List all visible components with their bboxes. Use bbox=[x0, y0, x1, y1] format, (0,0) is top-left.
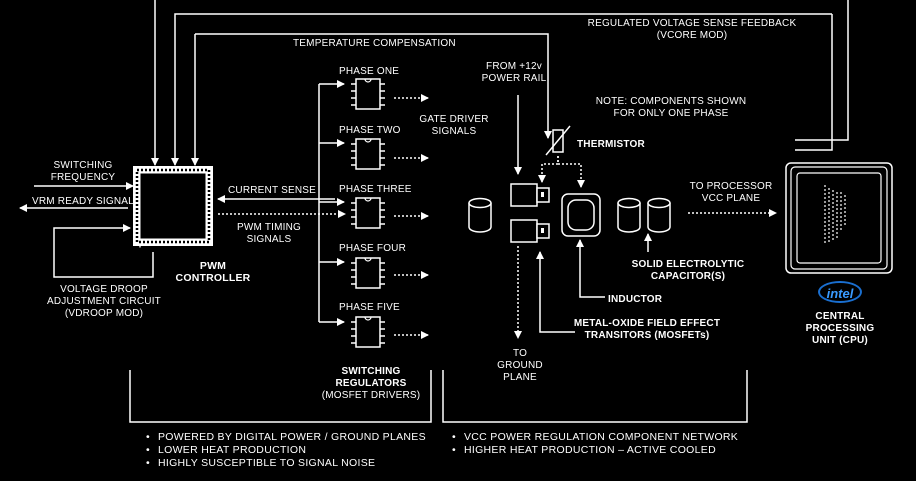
mosfet-high bbox=[510, 183, 550, 207]
phase-four-chip bbox=[350, 257, 386, 289]
phase-two-chip bbox=[350, 138, 386, 170]
phase-two-label: PHASE TWO bbox=[339, 125, 401, 136]
mosfet-low bbox=[510, 219, 550, 243]
right-bullet-list: VCC POWER REGULATION COMPONENT NETWORK H… bbox=[452, 431, 738, 457]
phase-three-label: PHASE THREE bbox=[339, 184, 412, 195]
phase-three-chip bbox=[350, 197, 386, 229]
current-sense-label: CURRENT SENSE bbox=[228, 185, 316, 196]
mosfets-label: METAL-OXIDE FIELD EFFECT TRANSITORS (MOS… bbox=[573, 318, 721, 341]
right-bullet-1: VCC POWER REGULATION COMPONENT NETWORK bbox=[452, 431, 738, 444]
cpu-symbol bbox=[785, 162, 893, 274]
thermistor-symbol bbox=[545, 125, 571, 156]
pwm-controller-chip bbox=[133, 166, 213, 250]
phase-one-label: PHASE ONE bbox=[339, 66, 400, 77]
right-bullet-2: HIGHER HEAT PRODUCTION – ACTIVE COOLED bbox=[452, 444, 738, 457]
mosfet-drivers-label: (MOSFET DRIVERS) bbox=[321, 390, 421, 401]
voltage-droop-label: VOLTAGE DROOP ADJUSTMENT CIRCUIT (VDROOP… bbox=[47, 284, 161, 319]
phase-four-label: PHASE FOUR bbox=[339, 243, 407, 254]
cpu-label: CENTRAL PROCESSING UNIT (CPU) bbox=[805, 311, 875, 346]
switching-frequency-label: SWITCHING FREQUENCY bbox=[50, 160, 116, 183]
left-bullet-2: LOWER HEAT PRODUCTION bbox=[146, 444, 426, 457]
phase-one-chip bbox=[350, 78, 386, 110]
phase-five-chip bbox=[350, 316, 386, 348]
power-rail-label: FROM +12v POWER RAIL bbox=[481, 61, 547, 84]
left-bullet-list: POWERED BY DIGITAL POWER / GROUND PLANES… bbox=[146, 431, 426, 470]
capacitor-2 bbox=[647, 197, 671, 233]
phase-five-label: PHASE FIVE bbox=[339, 302, 400, 313]
inductor-symbol bbox=[561, 193, 601, 237]
inductor-label: INDUCTOR bbox=[608, 294, 663, 305]
left-bullet-3: HIGHLY SUSCEPTIBLE TO SIGNAL NOISE bbox=[146, 457, 426, 470]
regulated-voltage-label: REGULATED VOLTAGE SENSE FEEDBACK (VCORE … bbox=[587, 18, 797, 41]
pwm-timing-label: PWM TIMING SIGNALS bbox=[236, 222, 302, 245]
to-processor-label: TO PROCESSOR VCC PLANE bbox=[689, 181, 773, 204]
vrm-ready-label: VRM READY SIGNAL bbox=[32, 196, 134, 207]
capacitor-left bbox=[468, 197, 492, 233]
left-bullet-1: POWERED BY DIGITAL POWER / GROUND PLANES bbox=[146, 431, 426, 444]
switching-regulators-label: SWITCHING REGULATORS bbox=[335, 366, 407, 389]
thermistor-label: THERMISTOR bbox=[577, 139, 645, 150]
ground-plane-label: TO GROUND PLANE bbox=[497, 348, 543, 383]
temperature-compensation-label: TEMPERATURE COMPENSATION bbox=[293, 38, 456, 49]
note-label: NOTE: COMPONENTS SHOWN FOR ONLY ONE PHAS… bbox=[595, 96, 747, 119]
solid-capacitor-label: SOLID ELECTROLYTIC CAPACITOR(S) bbox=[631, 259, 745, 282]
capacitor-1 bbox=[617, 197, 641, 233]
intel-logo: intel bbox=[818, 281, 862, 303]
gate-driver-label: GATE DRIVER SIGNALS bbox=[419, 114, 489, 137]
pwm-controller-label: PWM CONTROLLER bbox=[175, 260, 251, 284]
